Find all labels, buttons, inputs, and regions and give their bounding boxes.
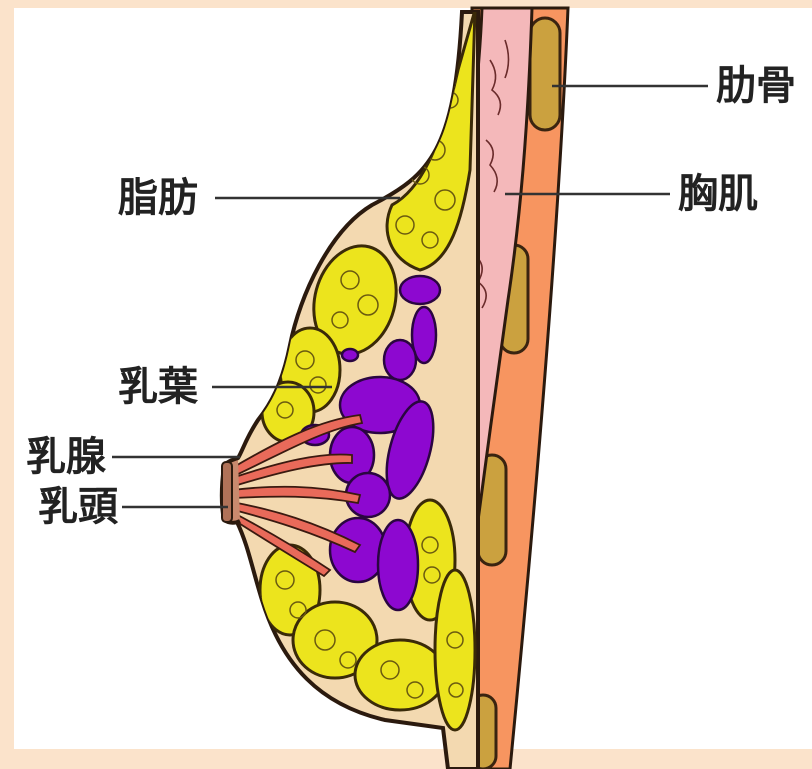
lobule	[378, 520, 418, 610]
label-pectoral-muscle: 胸肌	[678, 170, 758, 218]
label-gland: 乳腺	[26, 433, 106, 481]
label-fat: 脂肪	[118, 174, 198, 222]
lobule	[384, 340, 416, 380]
label-lobule: 乳葉	[118, 363, 198, 411]
label-nipple: 乳頭	[38, 483, 118, 531]
lobule	[400, 276, 440, 304]
lobule	[342, 349, 358, 361]
nipple-tip	[222, 462, 232, 522]
rib-1	[530, 18, 560, 130]
fat-lobule	[355, 640, 445, 710]
label-rib: 肋骨	[716, 62, 796, 110]
fat-lobule	[435, 570, 475, 730]
